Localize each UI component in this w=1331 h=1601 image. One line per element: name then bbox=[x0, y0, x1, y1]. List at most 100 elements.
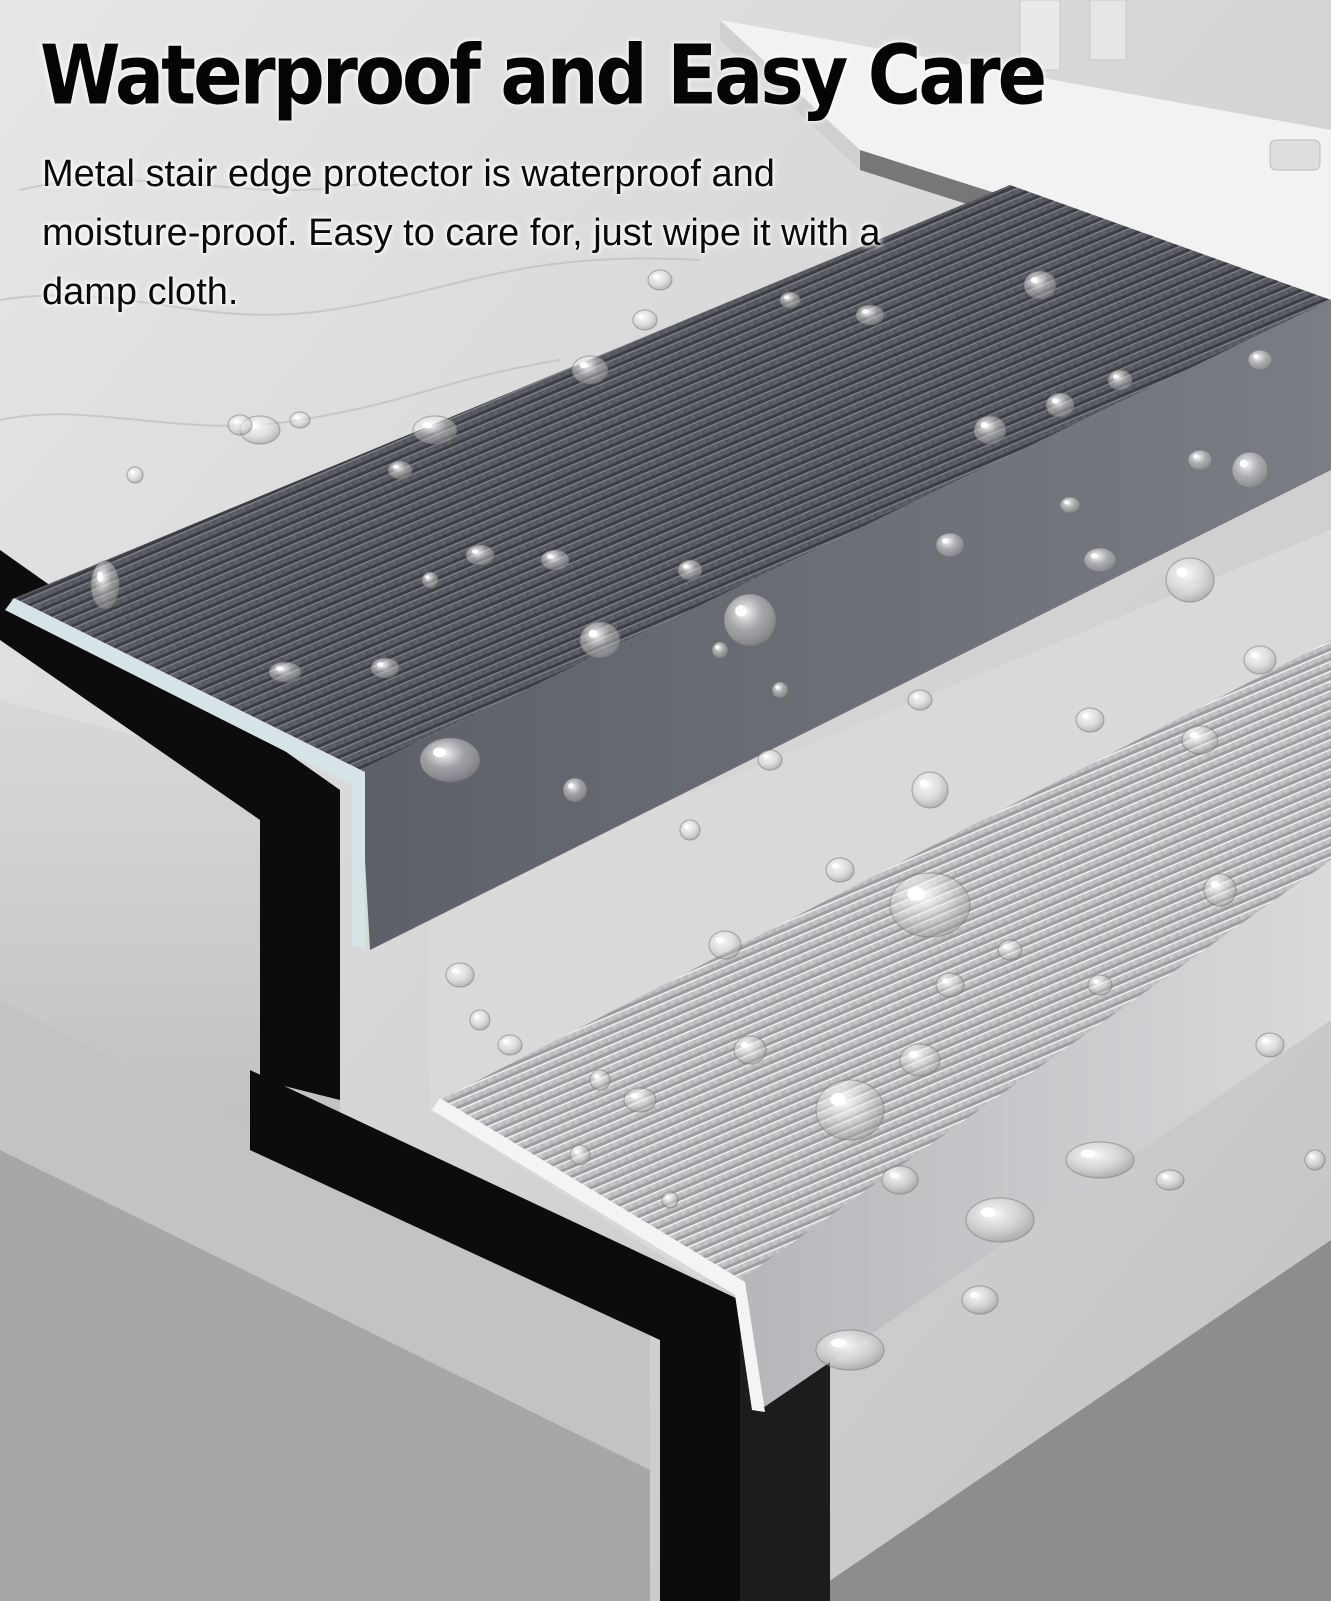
water-droplet bbox=[1155, 1169, 1185, 1191]
water-droplet bbox=[679, 819, 701, 841]
droplet-highlight bbox=[1162, 1174, 1169, 1179]
droplet-highlight bbox=[294, 415, 299, 419]
water-droplet bbox=[569, 1144, 591, 1166]
droplet-highlight bbox=[377, 662, 384, 667]
water-droplet bbox=[419, 737, 481, 783]
droplet-highlight bbox=[452, 968, 459, 974]
water-droplet bbox=[1065, 1141, 1135, 1179]
water-droplet bbox=[911, 771, 949, 809]
droplet-highlight bbox=[775, 685, 779, 689]
droplet-highlight bbox=[1176, 567, 1187, 578]
droplet-highlight bbox=[830, 1338, 846, 1348]
water-droplet bbox=[771, 681, 789, 699]
water-droplet bbox=[973, 415, 1007, 445]
water-droplet bbox=[1181, 725, 1219, 755]
water-droplet bbox=[1087, 974, 1113, 996]
water-droplet bbox=[465, 544, 495, 566]
droplet-highlight bbox=[547, 554, 554, 559]
water-droplet bbox=[469, 1009, 491, 1031]
silver-trim-grip-strip bbox=[432, 1098, 765, 1412]
droplet-highlight bbox=[715, 937, 723, 944]
lower-riser-shadow bbox=[0, 1150, 650, 1601]
droplet-highlight bbox=[422, 422, 433, 429]
water-droplet bbox=[997, 939, 1023, 961]
water-droplet bbox=[935, 532, 965, 558]
water-droplet bbox=[289, 411, 311, 429]
droplet-highlight bbox=[594, 1074, 599, 1079]
water-droplet bbox=[571, 355, 609, 385]
droplet-highlight bbox=[763, 754, 769, 759]
water-droplet bbox=[757, 749, 783, 771]
droplet-highlight bbox=[980, 422, 988, 429]
droplet-highlight bbox=[97, 571, 104, 582]
droplet-highlight bbox=[474, 1014, 479, 1019]
droplet-highlight bbox=[684, 824, 689, 829]
water-droplet bbox=[412, 415, 458, 445]
droplet-highlight bbox=[1003, 944, 1009, 949]
water-droplet bbox=[1255, 1032, 1285, 1058]
droplet-highlight bbox=[740, 1042, 748, 1049]
caption-block: Waterproof and Easy Care Metal stair edg… bbox=[40, 28, 1047, 322]
water-droplet bbox=[579, 621, 621, 659]
water-droplet bbox=[899, 1043, 941, 1077]
water-droplet bbox=[1187, 449, 1213, 471]
water-droplet bbox=[497, 1034, 523, 1056]
droplet-highlight bbox=[1309, 1154, 1314, 1159]
droplet-highlight bbox=[130, 470, 134, 474]
water-droplet bbox=[445, 962, 475, 988]
water-droplet bbox=[1231, 451, 1269, 489]
silver-trim-top bbox=[440, 640, 1331, 1280]
droplet-highlight bbox=[913, 694, 919, 699]
droplet-highlight bbox=[630, 1093, 638, 1099]
droplet-highlight bbox=[275, 666, 283, 671]
water-droplet bbox=[126, 466, 144, 484]
water-droplet bbox=[387, 460, 413, 480]
water-droplet bbox=[421, 571, 439, 589]
lower-black-edge bbox=[250, 1070, 740, 1601]
droplet-highlight bbox=[1253, 354, 1259, 359]
droplet-highlight bbox=[1189, 732, 1198, 739]
water-droplet bbox=[708, 930, 742, 960]
droplet-highlight bbox=[735, 605, 747, 617]
droplet-highlight bbox=[393, 464, 399, 469]
droplet-highlight bbox=[862, 309, 869, 314]
water-droplets bbox=[90, 269, 1326, 1371]
droplet-highlight bbox=[568, 783, 574, 789]
droplet-highlight bbox=[1052, 398, 1059, 404]
droplet-highlight bbox=[1030, 277, 1038, 284]
water-droplet bbox=[677, 559, 703, 581]
droplet-highlight bbox=[889, 1172, 898, 1179]
water-droplet bbox=[370, 657, 400, 679]
dark-trim-top bbox=[10, 185, 1331, 770]
water-droplet bbox=[1165, 557, 1215, 603]
water-droplet bbox=[1247, 349, 1273, 371]
droplet-highlight bbox=[638, 314, 644, 319]
water-droplet bbox=[1083, 547, 1117, 573]
droplet-highlight bbox=[233, 419, 239, 424]
droplet-highlight bbox=[665, 1195, 669, 1199]
water-droplet bbox=[661, 1191, 679, 1209]
water-droplet bbox=[562, 777, 588, 803]
description-text: Metal stair edge protector is waterproof… bbox=[42, 152, 881, 313]
water-droplet bbox=[1045, 392, 1075, 418]
headline: Waterproof and Easy Care bbox=[40, 28, 1047, 124]
water-droplet bbox=[733, 1035, 767, 1065]
upper-black-edge bbox=[0, 550, 340, 1100]
water-droplet bbox=[589, 1069, 611, 1091]
water-droplet bbox=[935, 972, 965, 998]
water-droplet bbox=[623, 1087, 657, 1113]
water-droplet bbox=[227, 414, 253, 436]
water-droplet bbox=[889, 872, 971, 938]
floor-right bbox=[800, 1240, 1331, 1601]
water-droplet bbox=[1304, 1149, 1326, 1171]
water-droplet bbox=[961, 1285, 999, 1315]
droplet-highlight bbox=[907, 886, 925, 901]
droplet-highlight bbox=[503, 1039, 509, 1044]
water-droplet bbox=[1203, 873, 1237, 907]
water-droplet bbox=[881, 1165, 919, 1195]
droplet-highlight bbox=[942, 978, 949, 984]
water-droplet bbox=[723, 593, 777, 647]
water-droplet bbox=[815, 1329, 885, 1371]
